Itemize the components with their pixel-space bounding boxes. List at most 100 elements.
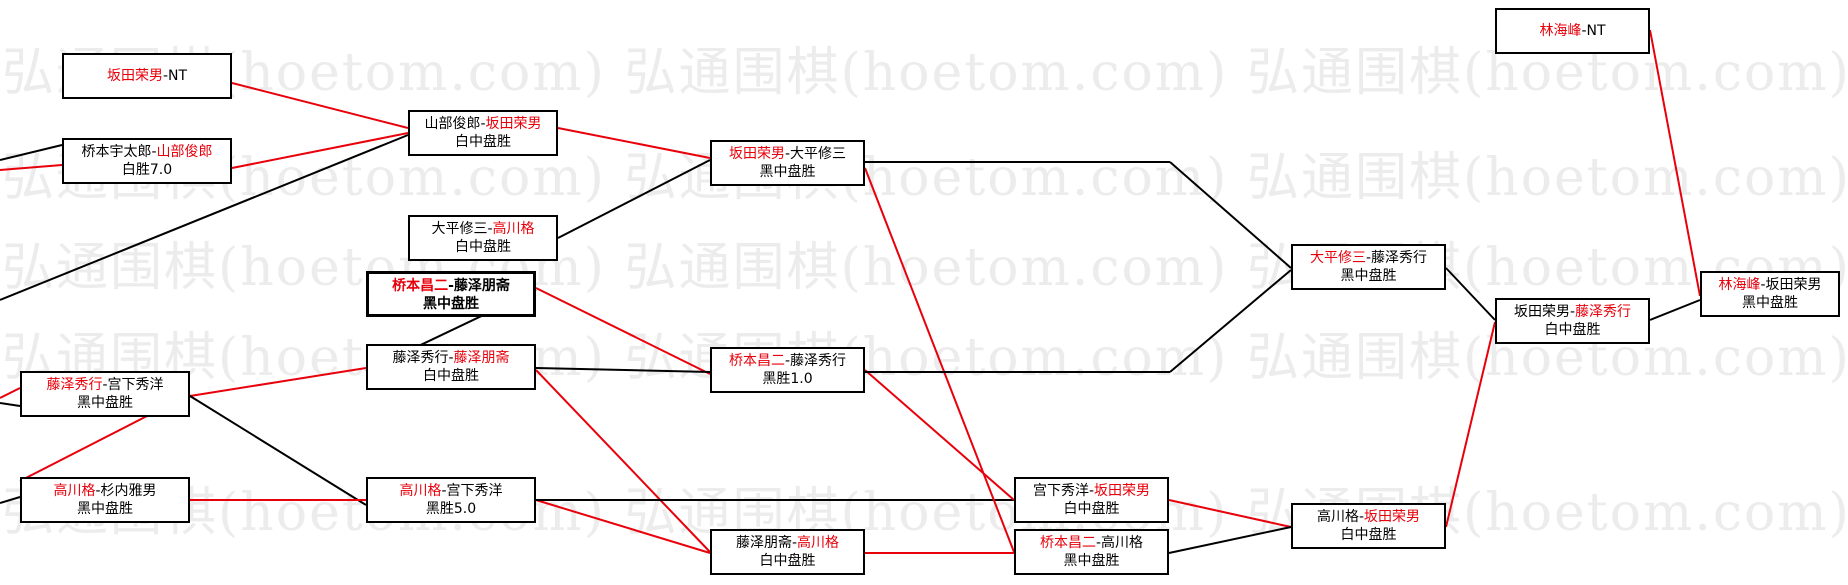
player-two-name: NT — [168, 68, 188, 84]
match-result: 白中盘胜 — [423, 368, 479, 384]
player-one-name: 桥本昌二 — [728, 353, 785, 369]
bracket-connector-line — [1168, 499, 1292, 528]
match-players: 山部俊郎-坂田荣男 — [410, 115, 556, 133]
player-two-name: 宫下秀洋 — [446, 483, 503, 499]
player-one-name: 大平修三 — [1309, 250, 1366, 266]
vs-separator: - — [441, 483, 447, 499]
bracket-connector-line — [0, 134, 409, 301]
match-players: 藤泽朋斋-高川格 — [712, 534, 863, 552]
player-two-name: 大平修三 — [790, 146, 847, 162]
vs-separator: - — [1760, 277, 1766, 293]
player-two-name: 藤泽朋斋 — [453, 278, 510, 294]
vs-separator: - — [480, 116, 486, 132]
player-two-name: 山部俊郎 — [156, 144, 213, 160]
vs-separator: - — [1088, 483, 1095, 499]
vs-separator: - — [162, 68, 169, 84]
bracket-connector-line — [0, 387, 21, 399]
player-one-name: 林海峰 — [1539, 23, 1582, 39]
match-node[interactable]: 藤泽朋斋-高川格白中盘胜 — [710, 529, 865, 575]
bracket-connector-line — [231, 132, 409, 169]
player-one-name: 坂田荣男 — [728, 146, 785, 162]
match-node[interactable]: 坂田荣男-NT — [62, 53, 232, 99]
vs-separator: - — [791, 535, 798, 551]
match-result: 白胜7.0 — [121, 162, 173, 178]
match-node[interactable]: 高川格-杉内雅男黑中盘胜 — [20, 477, 190, 523]
bracket-connector-line — [189, 395, 367, 506]
match-players: 宫下秀洋-坂田荣男 — [1016, 482, 1167, 500]
match-node[interactable]: 桥本昌二-高川格黑中盘胜 — [1014, 529, 1169, 575]
vs-separator: - — [95, 483, 101, 499]
bracket-connector-line — [0, 496, 21, 504]
player-one-name: 大平修三 — [431, 221, 488, 237]
player-two-name: 高川格 — [492, 221, 535, 237]
match-players: 桥本宇太郎-山部俊郎 — [64, 143, 230, 161]
bracket-connector-line — [1169, 269, 1292, 373]
match-node[interactable]: 坂田荣男-藤泽秀行白中盘胜 — [1495, 298, 1650, 344]
player-two-name: 杉内雅男 — [100, 483, 157, 499]
match-result: 黑中盘胜 — [1742, 295, 1798, 311]
match-node[interactable]: 高川格-坂田荣男白中盘胜 — [1291, 503, 1446, 549]
bracket-connector-line — [1445, 267, 1496, 321]
bracket-connector-line — [535, 367, 711, 373]
match-node[interactable]: 坂田荣男-大平修三黑中盘胜 — [710, 140, 865, 186]
vs-separator: - — [448, 278, 454, 294]
vs-separator: - — [102, 377, 108, 393]
match-players: 坂田荣男-NT — [64, 58, 230, 94]
match-players: 林海峰-坂田荣男 — [1702, 276, 1838, 294]
match-result: 白中盘胜 — [455, 134, 511, 150]
match-result: 黑中盘胜 — [77, 395, 133, 411]
match-node[interactable]: 林海峰-坂田荣男黑中盘胜 — [1700, 271, 1840, 317]
match-players: 坂田荣男-大平修三 — [712, 145, 863, 163]
bracket-connector-line — [535, 499, 711, 554]
bracket-connector-line — [1445, 321, 1496, 528]
match-node[interactable]: 桥本昌二-藤泽秀行黑胜1.0 — [710, 347, 865, 393]
match-node[interactable]: 山部俊郎-坂田荣男白中盘胜 — [408, 110, 558, 156]
match-node[interactable]: 桥本宇太郎-山部俊郎白胜7.0 — [62, 138, 232, 184]
match-result: 黑中盘胜 — [77, 501, 133, 517]
match-result: 白中盘胜 — [455, 239, 511, 255]
match-players: 藤泽秀行-宫下秀洋 — [22, 376, 188, 394]
bracket-connector-line — [864, 167, 1015, 553]
match-result: 黑胜1.0 — [762, 371, 813, 387]
player-two-name: 坂田荣男 — [1765, 277, 1822, 293]
player-two-name: 坂田荣男 — [1094, 483, 1151, 499]
match-node[interactable]: 藤泽秀行-藤泽朋斋白中盘胜 — [366, 344, 536, 390]
match-node[interactable]: 藤泽秀行-宫下秀洋黑中盘胜 — [20, 371, 190, 417]
match-node[interactable]: 大平修三-藤泽秀行黑中盘胜 — [1291, 244, 1446, 290]
bracket-connector-line — [0, 164, 63, 171]
player-one-name: 宫下秀洋 — [1032, 483, 1089, 499]
vs-separator: - — [151, 144, 157, 160]
match-players: 桥本昌二-高川格 — [1016, 534, 1167, 552]
match-node[interactable]: 高川格-宫下秀洋黑胜5.0 — [366, 477, 536, 523]
match-result: 黑中盘胜 — [1340, 268, 1397, 284]
player-one-name: 坂田荣男 — [106, 68, 163, 84]
player-two-name: NT — [1586, 23, 1606, 39]
match-result: 白中盘胜 — [1340, 527, 1397, 543]
vs-separator: - — [487, 221, 493, 237]
match-result: 白中盘胜 — [1063, 501, 1120, 517]
match-node[interactable]: 大平修三-高川格白中盘胜 — [408, 215, 558, 261]
player-one-name: 山部俊郎 — [424, 116, 481, 132]
match-node[interactable]: 宫下秀洋-坂田荣男白中盘胜 — [1014, 477, 1169, 523]
match-node[interactable]: 林海峰-NT — [1495, 8, 1650, 54]
vs-separator: - — [1569, 304, 1576, 320]
bracket-connector-line — [1649, 299, 1701, 321]
player-one-name: 藤泽朋斋 — [735, 535, 792, 551]
bracket-connector-line — [0, 144, 63, 161]
match-players: 桥本昌二-藤泽秀行 — [712, 352, 863, 370]
bracket-connector-line — [535, 369, 711, 553]
bracket-connector-line — [189, 367, 367, 397]
bracket-connector-line — [535, 287, 711, 375]
match-result: 黑中盘胜 — [759, 164, 816, 180]
bracket-connector-line — [557, 159, 711, 239]
match-players: 坂田荣男-藤泽秀行 — [1497, 303, 1648, 321]
match-node[interactable]: 桥本昌二-藤泽朋斋黑中盘胜 — [366, 271, 536, 317]
vs-separator: - — [1095, 535, 1102, 551]
bracket-connector-line — [0, 402, 21, 407]
match-result: 白中盘胜 — [759, 553, 816, 569]
player-one-name: 高川格 — [1316, 509, 1359, 525]
match-result: 白中盘胜 — [1544, 322, 1601, 338]
match-result: 黑中盘胜 — [1063, 553, 1120, 569]
match-players: 高川格-坂田荣男 — [1293, 508, 1444, 526]
